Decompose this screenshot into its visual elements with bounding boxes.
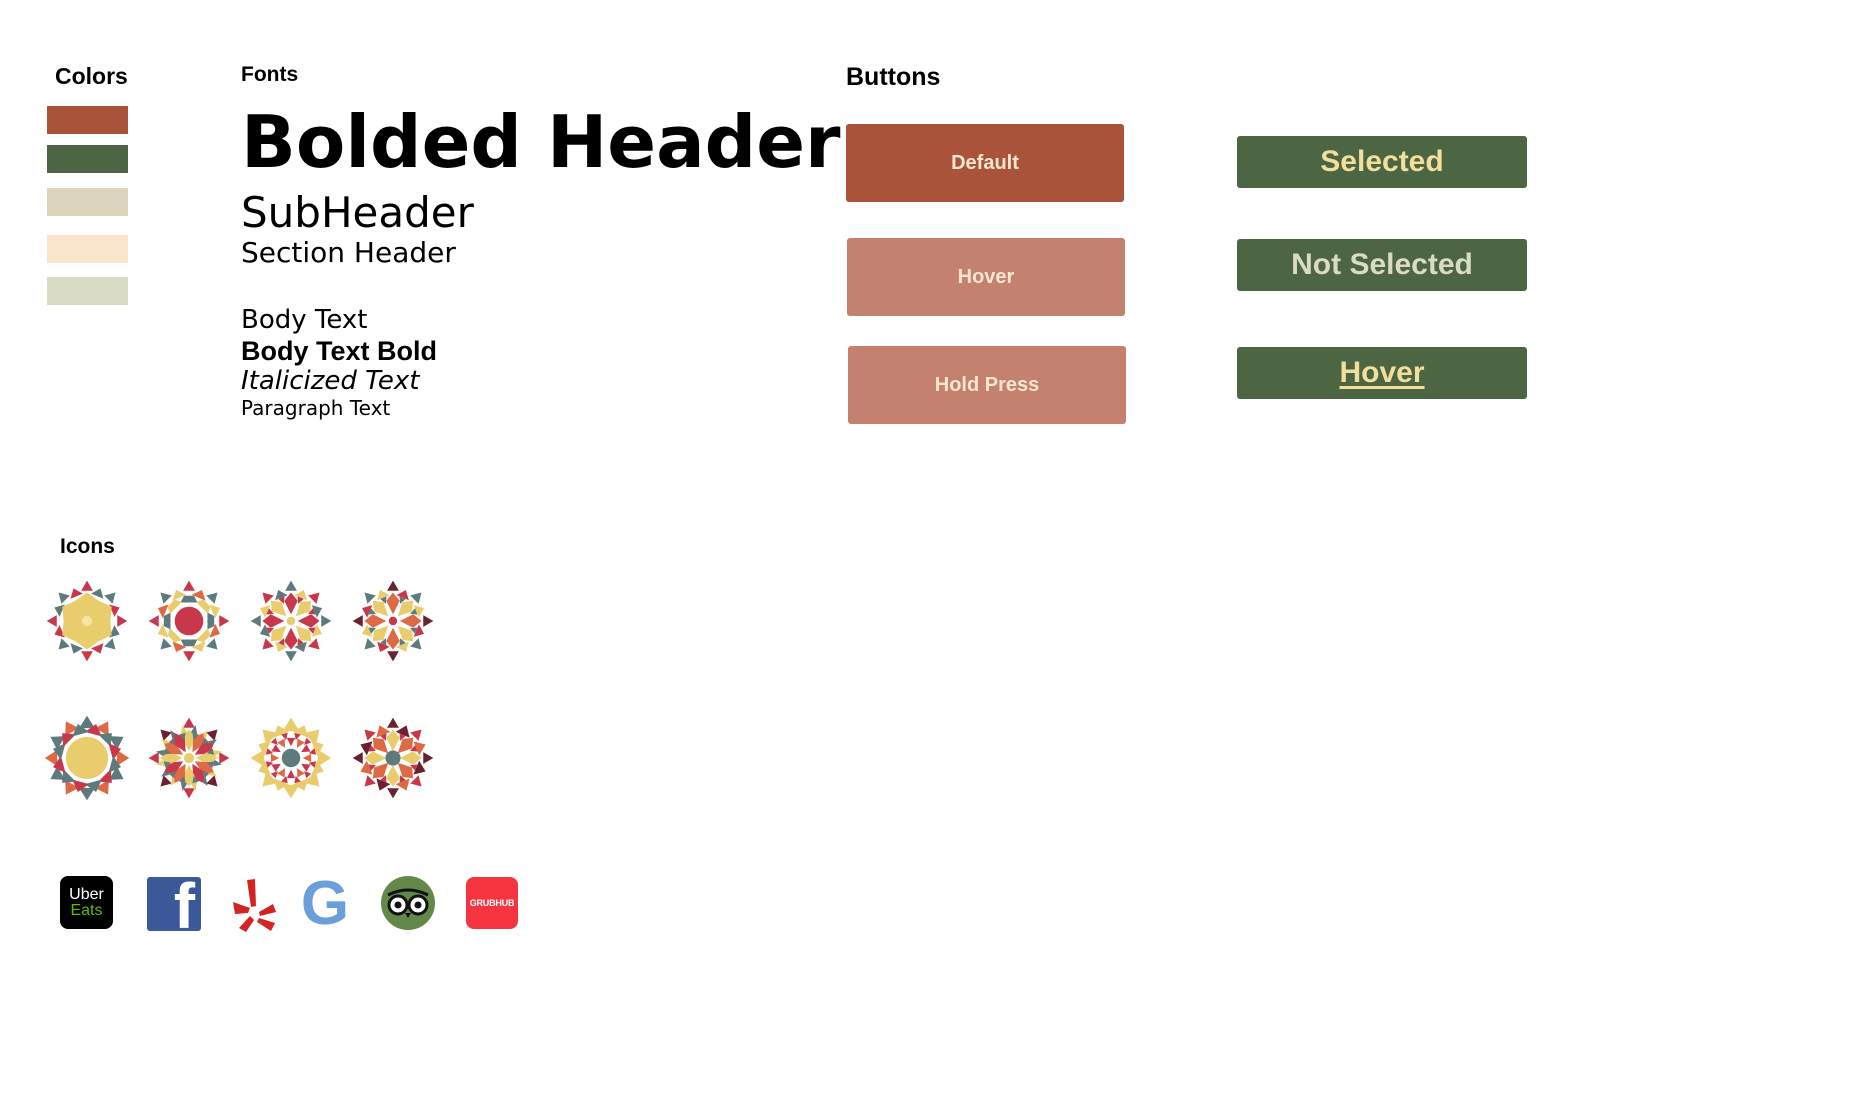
mandala-icon-4 xyxy=(352,580,434,662)
mandala-icon-7 xyxy=(250,717,332,799)
swatch-sand xyxy=(47,188,128,216)
swatch-sage xyxy=(47,277,128,305)
google-icon[interactable]: G xyxy=(298,869,352,938)
uber-eats-icon[interactable]: Uber Eats xyxy=(60,876,113,929)
facebook-icon[interactable]: f xyxy=(147,877,201,931)
mandala-icon-3 xyxy=(250,580,332,662)
swatch-cream xyxy=(47,235,128,263)
mandala-icon-6 xyxy=(148,717,230,799)
green-hover-label: Hover xyxy=(1339,356,1425,389)
grubhub-icon[interactable]: GRUBHUB xyxy=(466,877,518,929)
uber-eats-line2: Eats xyxy=(70,901,103,919)
facebook-glyph: f xyxy=(173,877,195,931)
swatch-rust xyxy=(47,106,128,134)
section-header-sample: Section Header xyxy=(241,236,456,269)
yelp-icon[interactable] xyxy=(231,878,277,932)
colors-label: Colors xyxy=(55,63,128,89)
uber-eats-line1: Uber xyxy=(69,885,104,903)
hover-button[interactable]: Hover xyxy=(847,238,1125,316)
swatch-green xyxy=(47,145,128,173)
mandala-icon-1 xyxy=(46,580,128,662)
bolded-header-sample: Bolded Header xyxy=(241,100,841,184)
hold-press-button[interactable]: Hold Press xyxy=(848,346,1126,424)
selected-button[interactable]: Selected xyxy=(1237,136,1527,188)
green-hover-button[interactable]: Hover xyxy=(1237,347,1527,399)
body-text-bold-sample: Body Text Bold xyxy=(241,336,438,366)
subheader-sample: SubHeader xyxy=(241,188,474,237)
default-button[interactable]: Default xyxy=(846,124,1124,202)
tripadvisor-icon[interactable] xyxy=(380,875,436,931)
mandala-icon-8 xyxy=(352,717,434,799)
google-glyph: G xyxy=(300,868,350,938)
grubhub-label: GRUBHUB xyxy=(469,898,515,908)
mandala-icon-2 xyxy=(148,580,230,662)
italicized-text-sample: Italicized Text xyxy=(241,366,420,396)
icons-label: Icons xyxy=(60,535,115,558)
not-selected-button[interactable]: Not Selected xyxy=(1237,239,1527,291)
mandala-icon-5 xyxy=(44,715,130,801)
body-text-sample: Body Text xyxy=(241,305,368,335)
fonts-label: Fonts xyxy=(241,63,299,86)
paragraph-text-sample: Paragraph Text xyxy=(241,396,391,420)
buttons-label: Buttons xyxy=(846,63,941,91)
